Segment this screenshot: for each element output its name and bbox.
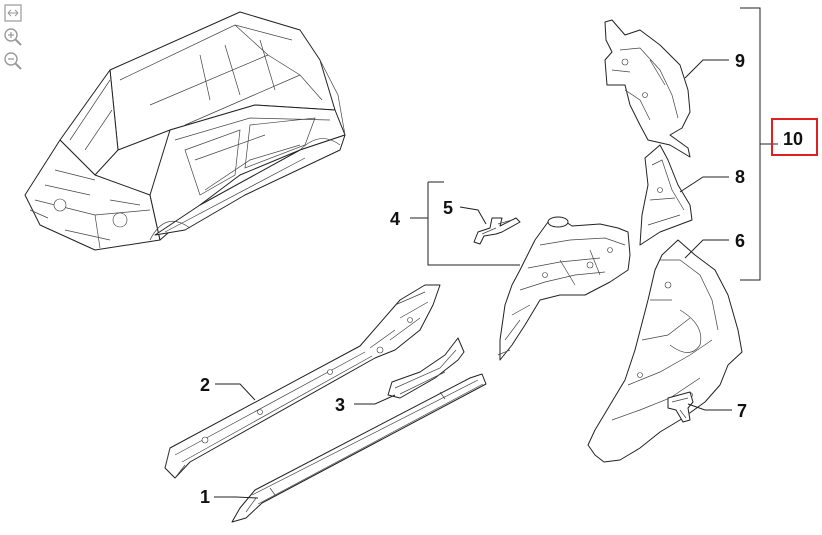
part-6-rear-quarter-panel[interactable] — [587, 239, 743, 463]
callout-10: 10 — [783, 129, 803, 149]
viewer-toolbar — [2, 2, 26, 74]
callout-5: 5 — [443, 198, 453, 218]
part-9-upper-pillar[interactable] — [604, 19, 691, 158]
part-2-inner-sill[interactable] — [164, 284, 441, 479]
fit-to-screen-icon[interactable] — [2, 2, 24, 24]
callout-4: 4 — [390, 209, 400, 229]
callout-8: 8 — [735, 167, 745, 187]
callout-7: 7 — [737, 401, 747, 421]
leader-lines — [214, 7, 778, 499]
zoom-in-icon[interactable] — [2, 26, 24, 48]
callout-labels: 1 2 3 4 5 6 7 8 9 10 — [200, 51, 818, 507]
callout-1: 1 — [200, 487, 210, 507]
callout-3: 3 — [335, 395, 345, 415]
zoom-out-icon[interactable] — [2, 50, 24, 72]
callout-6: 6 — [735, 231, 745, 251]
part-3-sill-bracket[interactable] — [387, 337, 465, 399]
part-5-bracket[interactable] — [473, 217, 521, 245]
callout-2: 2 — [200, 375, 210, 395]
callout-9: 9 — [735, 51, 745, 71]
callout-10-highlight-box[interactable] — [771, 118, 818, 156]
part-1-outer-sill[interactable] — [231, 373, 487, 523]
part-7-clip[interactable] — [667, 391, 694, 423]
car-body-illustration — [24, 11, 346, 251]
part-8-mid-pillar[interactable] — [639, 144, 693, 246]
part-4-inner-wheelhouse[interactable] — [497, 216, 631, 361]
